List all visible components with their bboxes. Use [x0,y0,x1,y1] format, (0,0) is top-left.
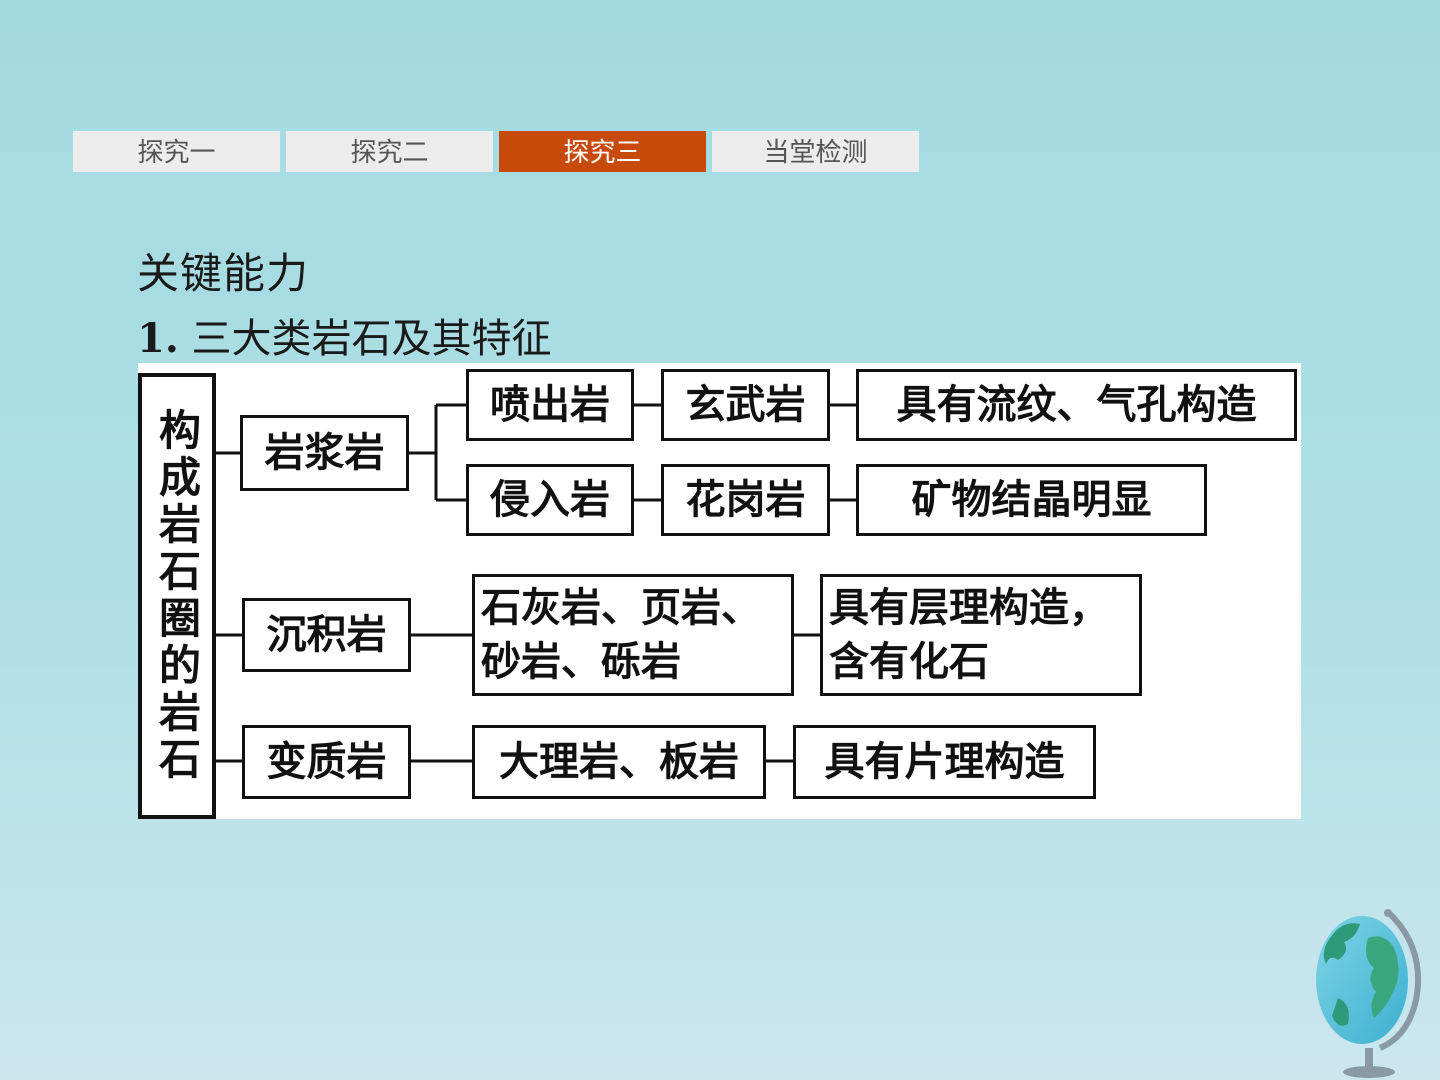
metamorphic-examples-node: 大理岩、板岩 [472,725,766,799]
sedimentary-feature-node: 具有层理构造，含有化石 [820,574,1142,696]
metamorphic-rock-node: 变质岩 [242,725,411,799]
sedimentary-examples-node: 石灰岩、页岩、砂岩、砾岩 [472,574,794,696]
subtitle-number: 1 [137,315,165,362]
tab-class-test[interactable]: 当堂检测 [712,131,919,172]
globe-icon [1316,909,1422,1078]
extrusive-feature-node: 具有流纹、气孔构造 [856,369,1297,441]
tab-explore-2[interactable]: 探究二 [286,131,493,172]
rock-classification-diagram: 构成岩石圈的岩石 岩浆岩 沉积岩 变质岩 喷出岩 侵入岩 玄武岩 花岗岩 具有流… [138,363,1301,819]
tab-explore-3[interactable]: 探究三 [499,131,706,172]
intrusive-feature-node: 矿物结晶明显 [856,464,1207,536]
basalt-node: 玄武岩 [661,369,830,441]
sedimentary-rock-node: 沉积岩 [242,598,411,672]
subtitle-text: 三大类岩石及其特征 [191,316,552,362]
subtitle-separator: . [164,315,179,362]
section-title: 关键能力 [137,249,310,298]
root-label: 构成岩石圈的岩石 [152,408,202,784]
magmatic-rock-node: 岩浆岩 [240,415,409,491]
extrusive-rock-node: 喷出岩 [466,369,634,441]
connector-lines [216,403,856,763]
tab-explore-1[interactable]: 探究一 [73,131,280,172]
intrusive-rock-node: 侵入岩 [466,464,634,536]
granite-node: 花岗岩 [661,464,830,536]
subtitle: 1. 三大类岩石及其特征 [137,306,552,364]
metamorphic-feature-node: 具有片理构造 [793,725,1096,799]
root-node: 构成岩石圈的岩石 [138,373,216,819]
